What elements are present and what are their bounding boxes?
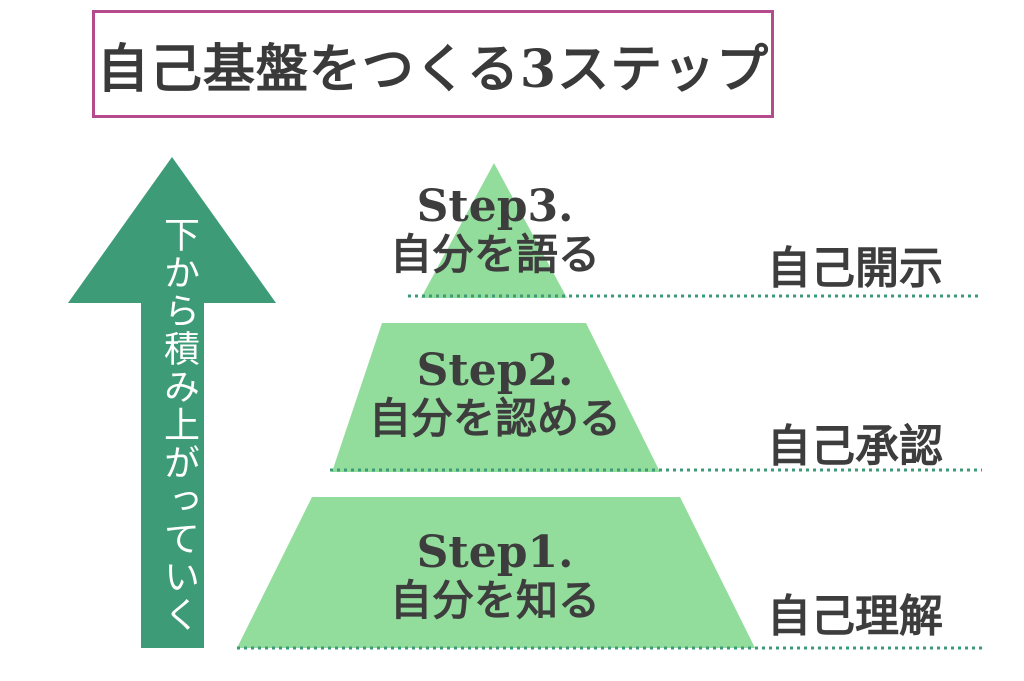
step-2-name: 自分を認める — [368, 394, 621, 444]
step-3-name: 自分を語る — [389, 230, 600, 280]
step-1-number: Step1. — [416, 527, 574, 578]
step-2-label: Step2. 自分を認める — [340, 345, 650, 444]
side-label-1: 自己理解 — [767, 591, 943, 642]
step-3-number: Step3. — [416, 181, 574, 232]
step-1-label: Step1. 自分を知る — [340, 527, 650, 626]
step-1-name: 自分を知る — [389, 576, 600, 626]
side-label-2: 自己承認 — [767, 421, 943, 472]
up-arrow-icon — [68, 157, 276, 648]
side-label-3: 自己開示 — [767, 243, 943, 294]
step-2-number: Step2. — [416, 345, 574, 396]
arrow-label: 下から積み上がっていく — [158, 216, 199, 634]
step-3-label: Step3. 自分を語る — [350, 181, 640, 280]
pyramid-tier-2 — [332, 323, 660, 472]
pyramid-tier-3 — [421, 163, 567, 298]
title-box: 自己基盤をつくる3ステップ — [92, 10, 774, 118]
page-title: 自己基盤をつくる3ステップ — [96, 38, 770, 100]
pyramid-tier-1 — [237, 497, 755, 648]
